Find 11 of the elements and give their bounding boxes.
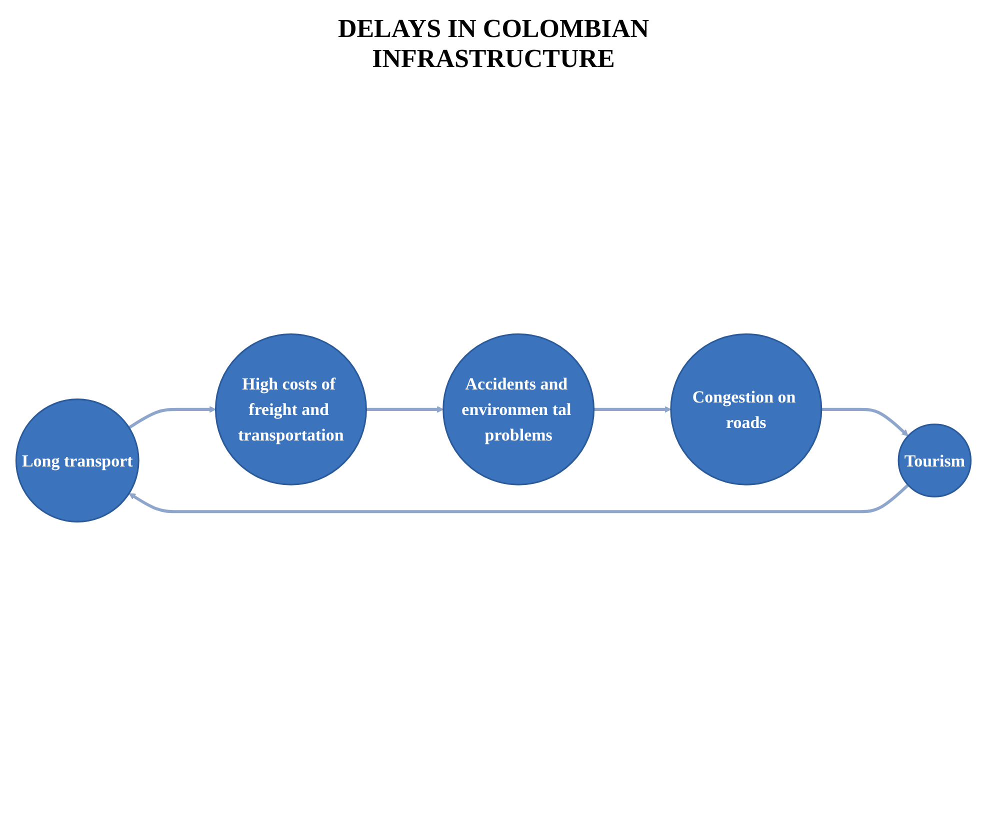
arrow (366, 406, 444, 413)
node-circle: Tourism (898, 424, 972, 498)
arrow (128, 406, 216, 430)
node-circle: High costs of freight and transportation (214, 333, 367, 486)
arrow (594, 406, 672, 413)
arrow (821, 408, 908, 436)
diagram-title: DELAYS IN COLOMBIAN INFRASTRUCTURE (336, 14, 650, 74)
node-circle: Long transport (15, 398, 140, 523)
node-circle: Congestion on roads (670, 333, 822, 486)
node-circle: Accidents and environmen tal problems (442, 333, 595, 486)
arrow (128, 484, 910, 514)
